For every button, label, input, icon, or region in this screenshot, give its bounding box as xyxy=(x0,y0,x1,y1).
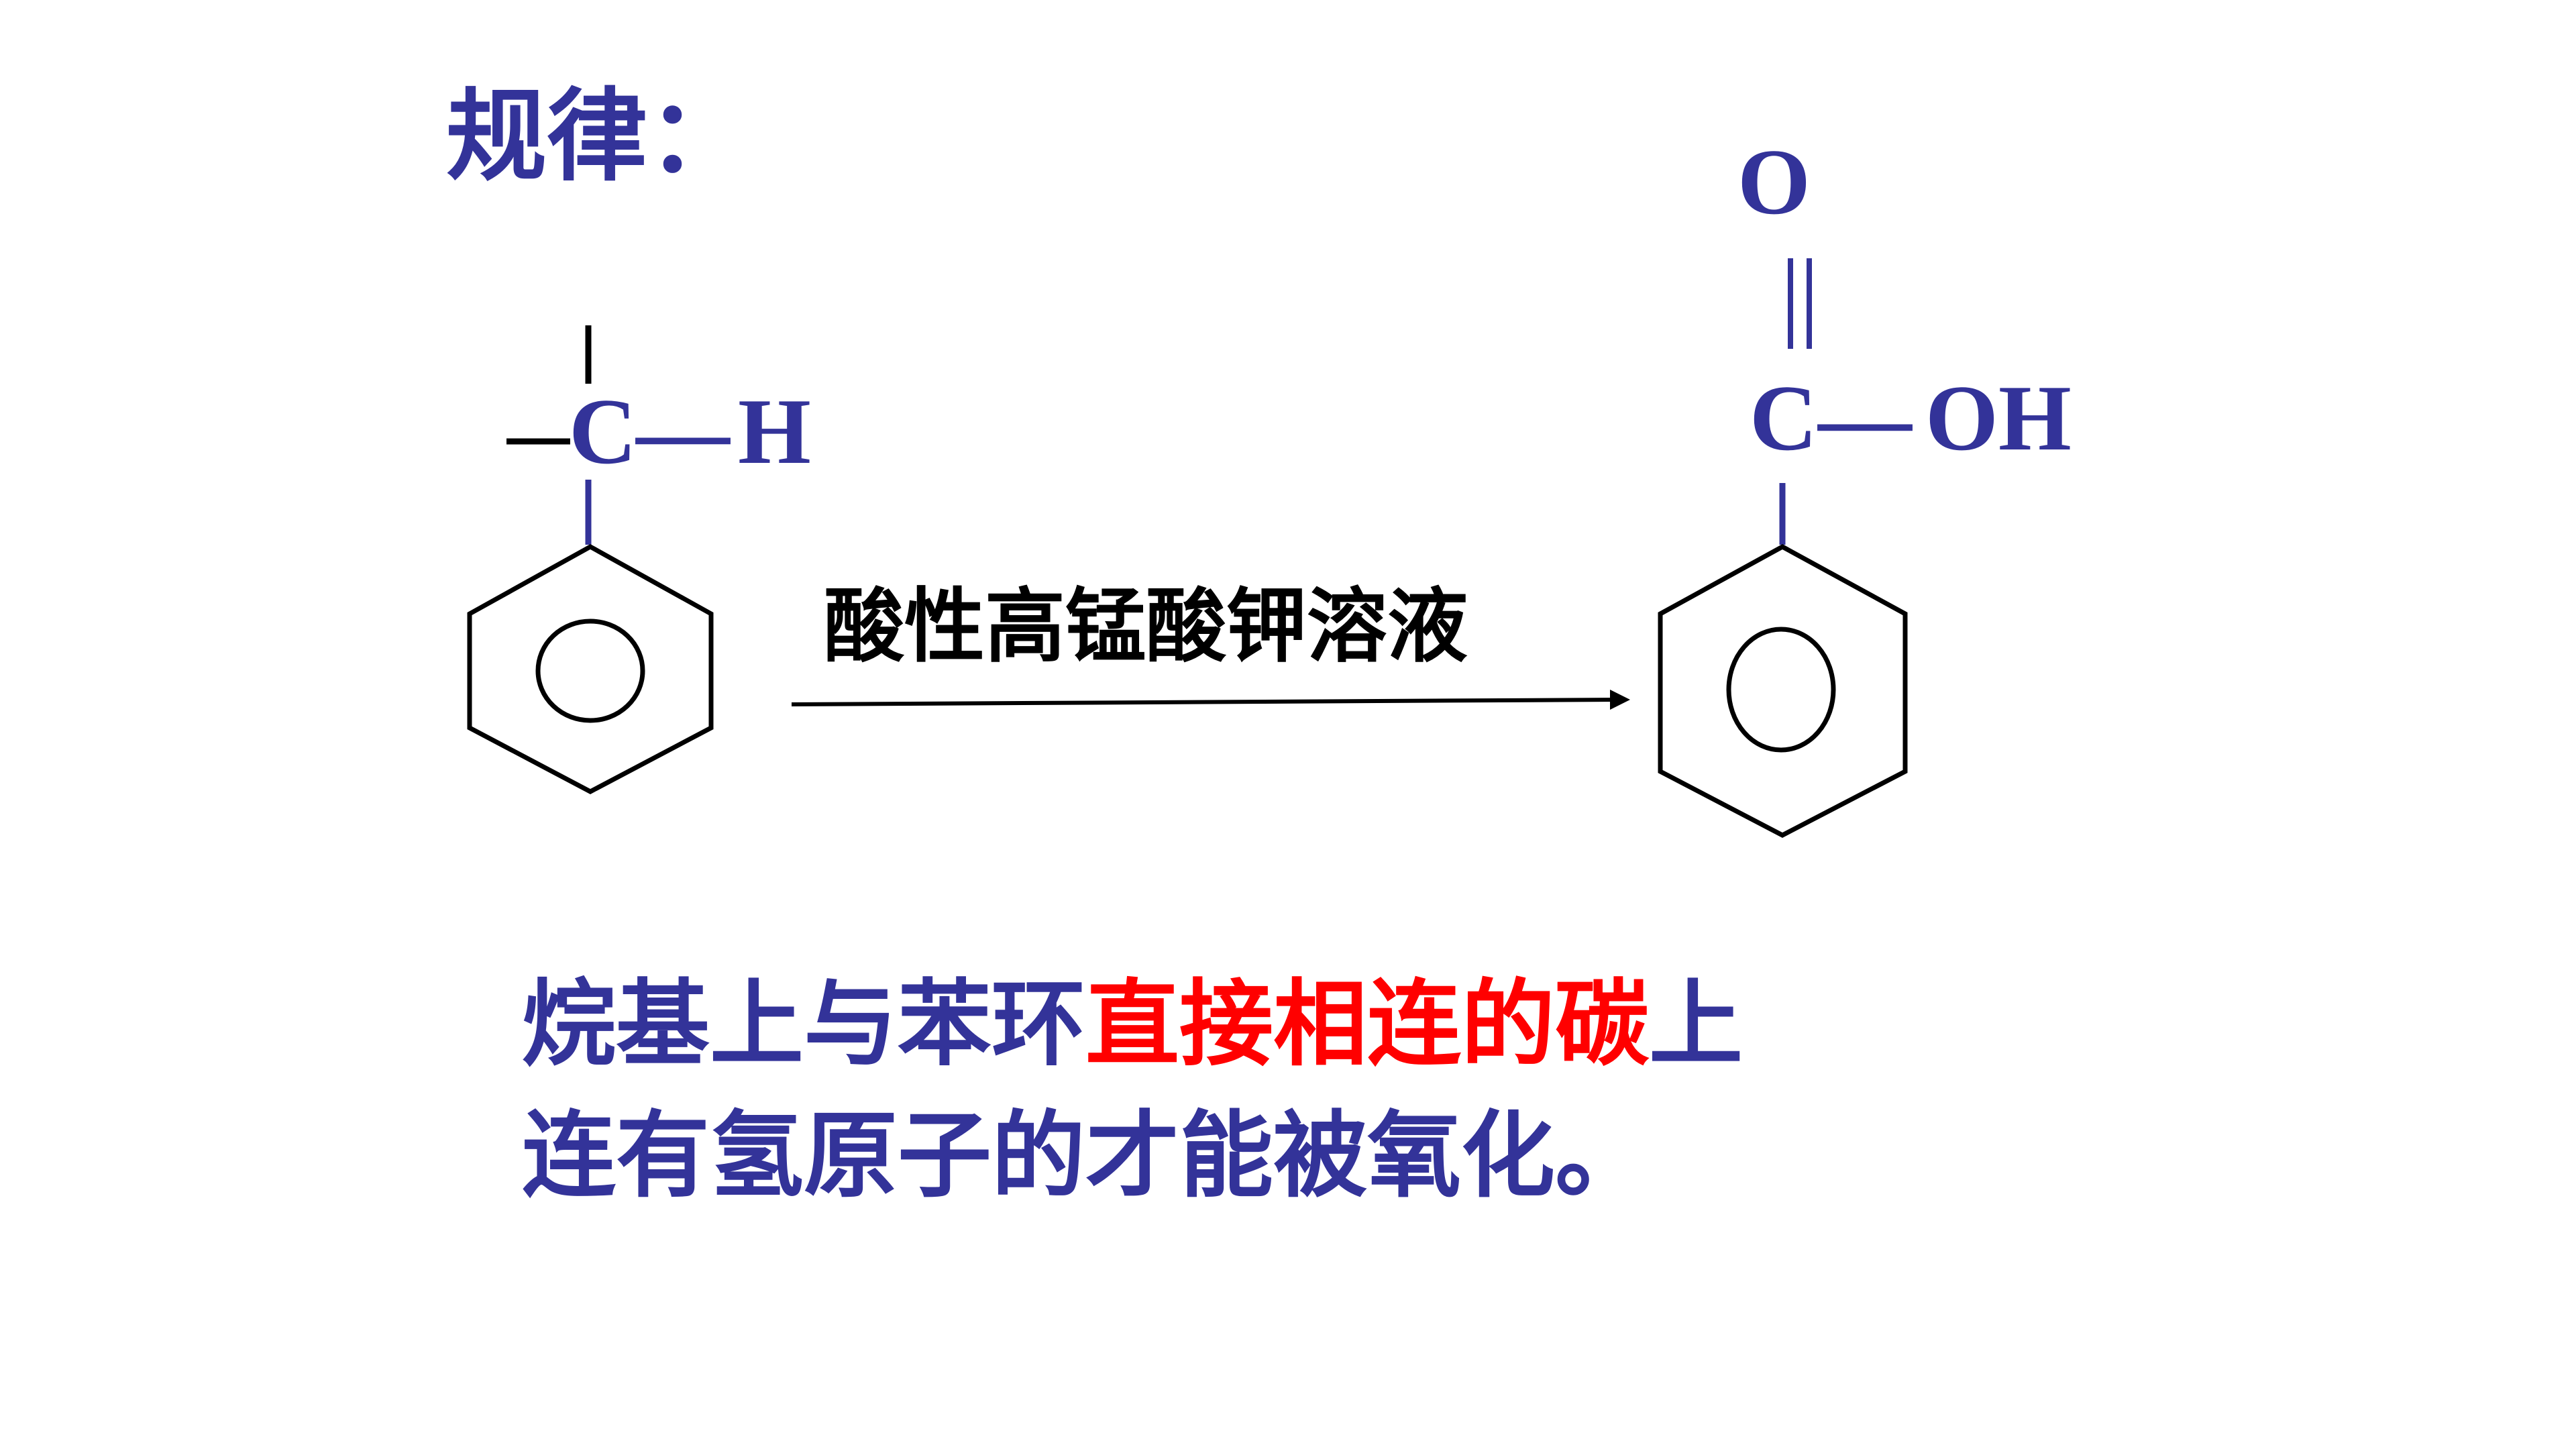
heading: 规律： xyxy=(446,78,748,195)
reactant-carbon-atom: C xyxy=(569,380,637,484)
product-ring-circle xyxy=(1726,627,1836,753)
product-coh-bond: — xyxy=(1817,366,1913,470)
reactant-structure: C — H xyxy=(467,325,811,794)
rule-line-2: 连有氢原子的才能被氧化。 xyxy=(522,1102,1650,1211)
rule-highlight: 直接相连的碳 xyxy=(1085,970,1650,1079)
reactant-benzene-ring xyxy=(467,543,714,794)
reactant-ring-circle xyxy=(535,619,645,723)
reaction-arrow xyxy=(791,690,1630,710)
reagent-label: 酸性高锰酸钾溶液 xyxy=(824,580,1468,674)
product-carbon-atom: C xyxy=(1750,366,1817,470)
reaction-arrow-shaft xyxy=(791,698,1617,706)
rule-part-1: 烷基上与苯环 xyxy=(522,970,1086,1079)
rule-part-2: 上 xyxy=(1649,970,1743,1079)
reactant-ch-bond: — xyxy=(635,380,731,484)
reactant-hydrogen-atom: H xyxy=(738,380,811,484)
rule-line-1: 烷基上与苯环直接相连的碳上 xyxy=(522,959,2132,1091)
reaction-arrow-head xyxy=(1610,690,1630,710)
product-structure: O C — OH xyxy=(1658,130,2072,838)
product-benzene-ring xyxy=(1658,544,1908,838)
product-hydroxyl-group: OH xyxy=(1925,366,2072,470)
product-oxygen-atom: O xyxy=(1737,130,1811,234)
rule-text: 烷基上与苯环直接相连的碳上 连有氢原子的才能被氧化。 xyxy=(522,959,2132,1222)
